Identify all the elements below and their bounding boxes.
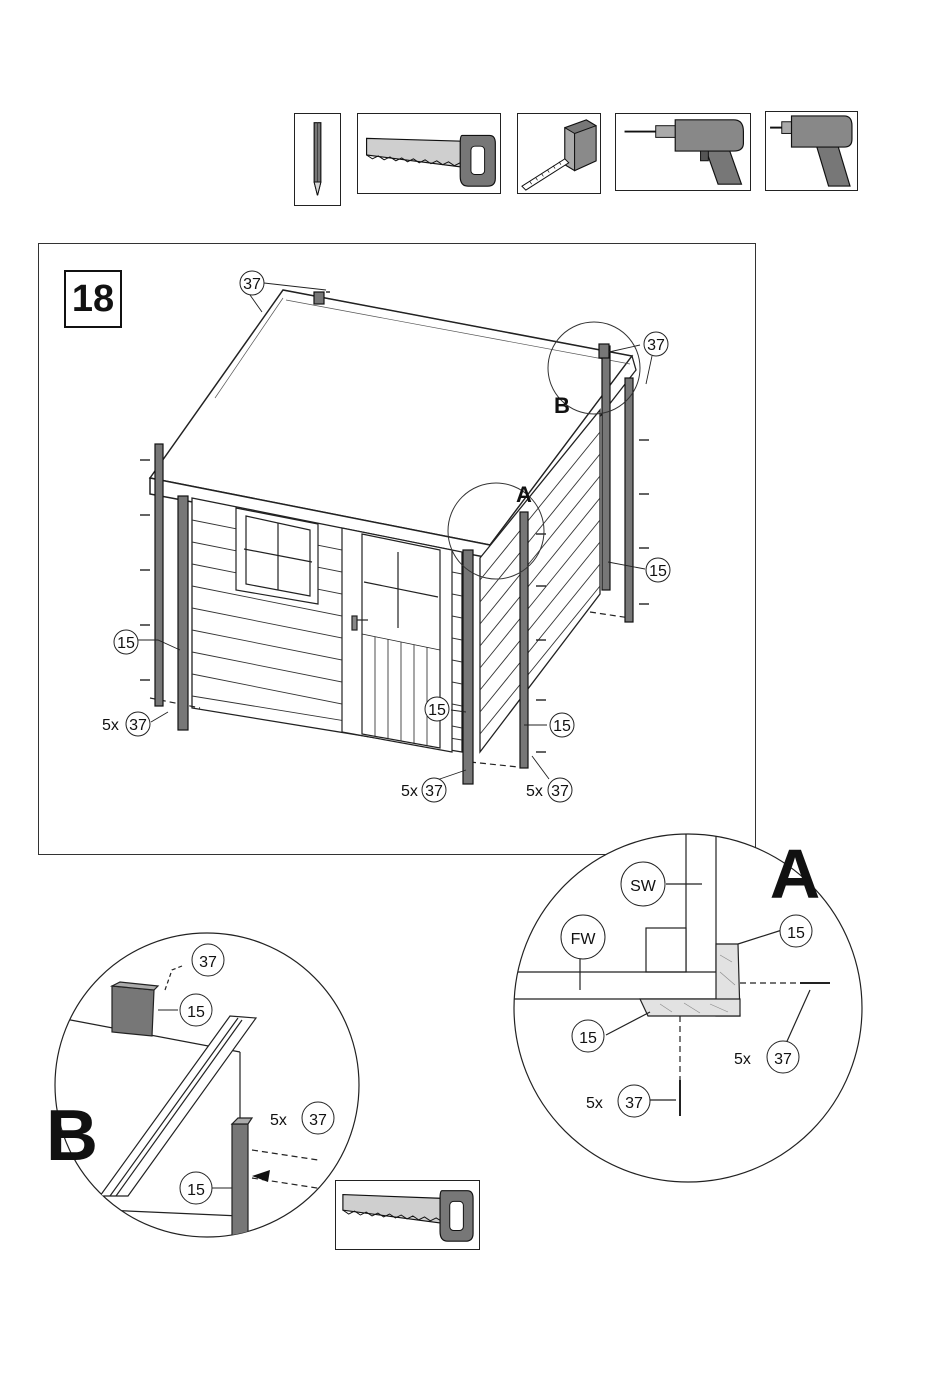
detail-b-qty: 5x: [270, 1112, 287, 1129]
detail-b-saw-inset: [335, 1180, 480, 1250]
detail-b-board-top: [112, 986, 154, 1036]
detail-b-qty-screw: 37: [309, 1112, 327, 1129]
detail-b-37-top: 37: [199, 954, 217, 971]
detail-b-15-lower: 15: [187, 1182, 205, 1199]
handsaw-icon: [336, 1181, 479, 1249]
detail-b-board-lower: [232, 1124, 248, 1250]
detail-b-15-top: 15: [187, 1004, 205, 1021]
detail-b-letter: B: [46, 1096, 98, 1176]
